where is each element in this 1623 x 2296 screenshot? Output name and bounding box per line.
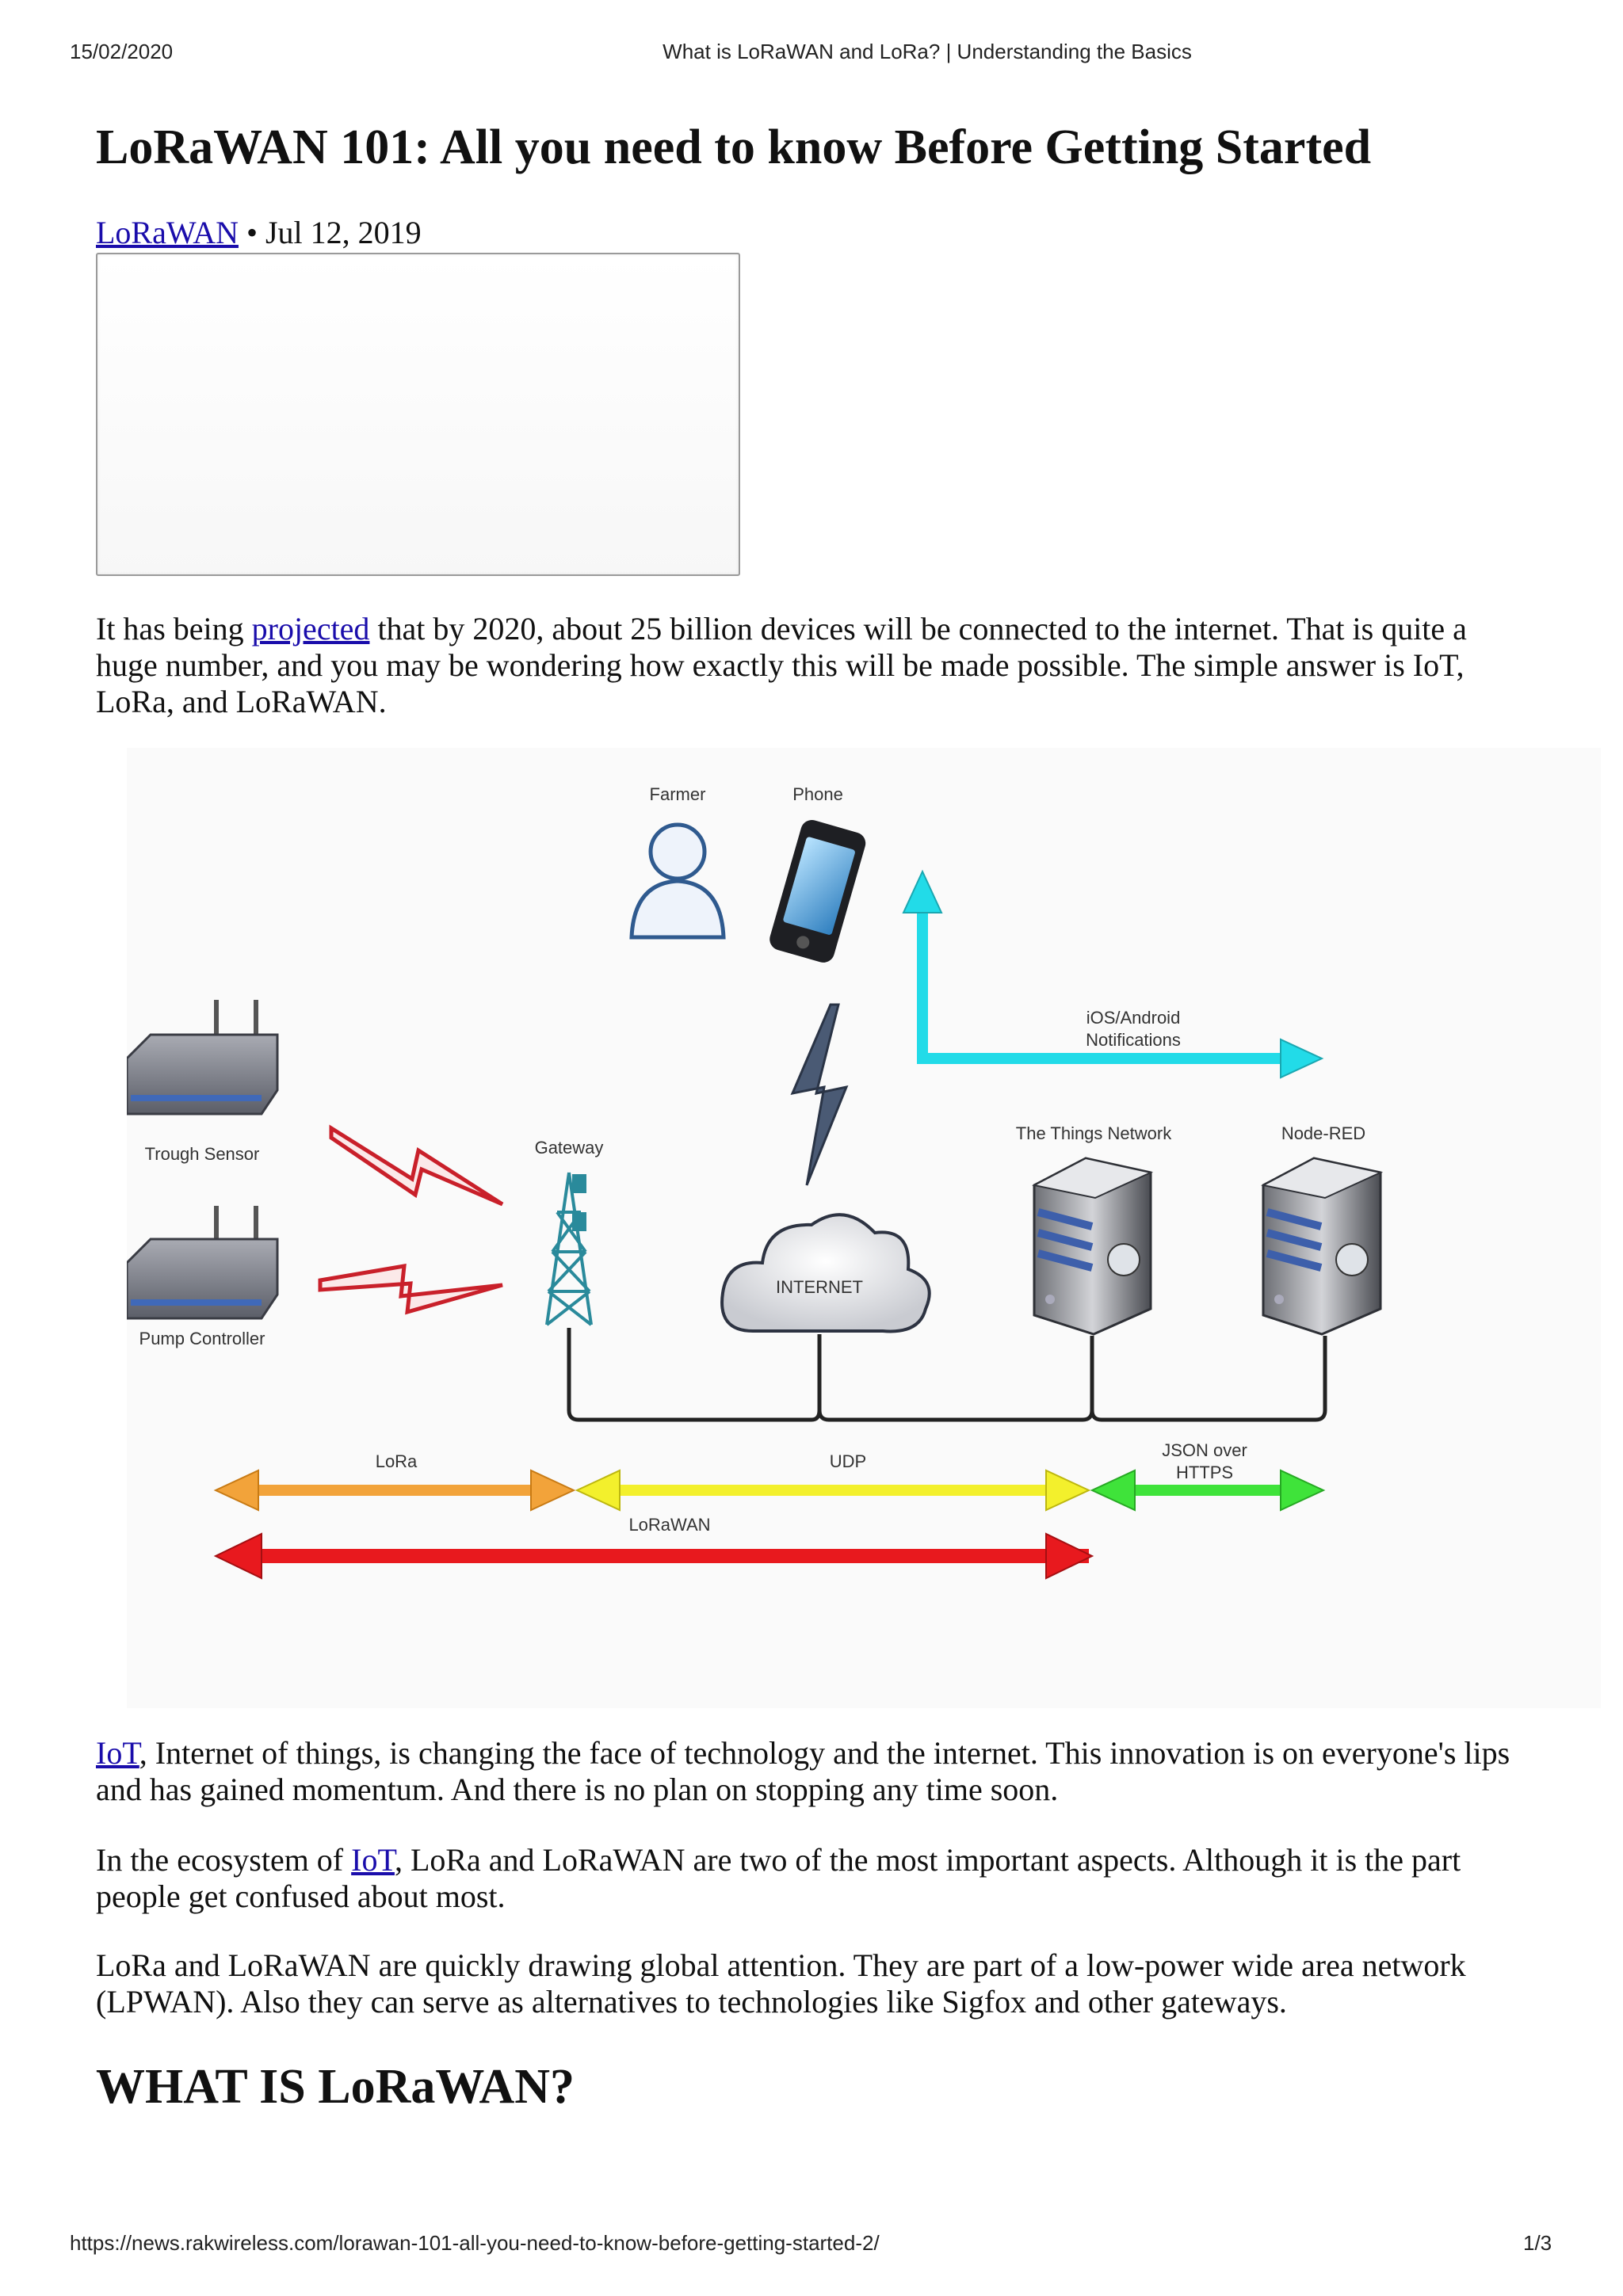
- things-network-label: The Things Network: [1016, 1123, 1172, 1143]
- phone-icon: [767, 818, 869, 966]
- page-number: 1/3: [1523, 2231, 1552, 2256]
- iot-paragraph: IoT, Internet of things, is changing the…: [96, 1735, 1522, 1808]
- featured-image-placeholder: [96, 253, 740, 576]
- lpwan-paragraph: LoRa and LoRaWAN are quickly drawing glo…: [96, 1947, 1522, 2020]
- farmer-icon: [632, 825, 724, 937]
- notifications-label-line2: Notifications: [1086, 1030, 1181, 1050]
- gateway-tower-icon: [547, 1173, 591, 1325]
- intro-text-start: It has being: [96, 611, 252, 646]
- iot-link-2[interactable]: IoT: [351, 1842, 395, 1878]
- cellular-lightning-icon: [792, 1005, 846, 1185]
- intro-paragraph: It has being projected that by 2020, abo…: [96, 611, 1522, 720]
- ecosystem-paragraph: In the ecosystem of IoT, LoRa and LoRaWA…: [96, 1842, 1522, 1915]
- lora-signal-icon-1: [331, 1128, 502, 1204]
- udp-protocol-label: UDP: [830, 1451, 866, 1471]
- network-wiring: [569, 1328, 1325, 1420]
- print-url: https://news.rakwireless.com/lorawan-101…: [70, 2231, 880, 2256]
- meta-separator: •: [239, 215, 265, 250]
- iot-link-1[interactable]: IoT: [96, 1735, 139, 1771]
- farmer-label: Farmer: [650, 784, 706, 804]
- lora-protocol-arrow: [216, 1470, 574, 1510]
- ecosystem-text-start: In the ecosystem of: [96, 1842, 351, 1878]
- internet-label: INTERNET: [776, 1277, 863, 1297]
- things-network-server-icon: [1034, 1158, 1151, 1334]
- phone-label: Phone: [792, 784, 843, 804]
- lorawan-protocol-arrow: [216, 1534, 1092, 1578]
- lorawan-architecture-diagram: Farmer Phone iOS/Android Notifications T…: [127, 748, 1601, 1708]
- trough-sensor-label: Trough Sensor: [145, 1144, 260, 1164]
- notifications-label-line1: iOS/Android: [1086, 1008, 1181, 1028]
- article-date: Jul 12, 2019: [265, 215, 422, 250]
- gateway-label: Gateway: [535, 1138, 604, 1158]
- json-label-line1: JSON over: [1162, 1440, 1247, 1460]
- article-title: LoRaWAN 101: All you need to know Before…: [96, 119, 1371, 176]
- node-red-server-icon: [1263, 1158, 1381, 1334]
- projected-link[interactable]: projected: [252, 611, 370, 646]
- internet-cloud-icon: [722, 1215, 930, 1331]
- diagram-svg: Farmer Phone iOS/Android Notifications T…: [127, 748, 1601, 1708]
- iot-paragraph-text: , Internet of things, is changing the fa…: [96, 1735, 1510, 1807]
- lora-signal-icon-2: [320, 1266, 502, 1312]
- pump-controller-label: Pump Controller: [139, 1329, 265, 1348]
- udp-protocol-arrow: [577, 1470, 1089, 1510]
- category-link[interactable]: LoRaWAN: [96, 215, 239, 250]
- lora-protocol-label: LoRa: [376, 1451, 418, 1471]
- print-page-title: What is LoRaWAN and LoRa? | Understandin…: [0, 40, 1623, 64]
- node-red-label: Node-RED: [1281, 1123, 1365, 1143]
- article-meta: LoRaWAN • Jul 12, 2019: [96, 214, 422, 252]
- section-heading: WHAT IS LoRaWAN?: [96, 2058, 575, 2115]
- lorawan-protocol-label: LoRaWAN: [628, 1515, 710, 1535]
- trough-sensor-icon: [127, 1000, 277, 1114]
- json-label-line2: HTTPS: [1176, 1463, 1233, 1482]
- pump-controller-icon: [127, 1206, 277, 1318]
